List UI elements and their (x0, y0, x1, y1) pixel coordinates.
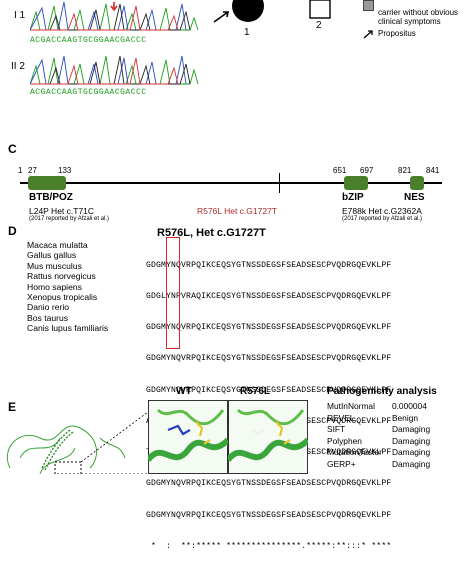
table-row: REVEL Benign (327, 413, 430, 425)
pos-1: 1 (18, 166, 23, 175)
sequence-1: ACGACCAAGTGCGGAACGACCC (30, 36, 147, 45)
sequence-2: ACGACCAAGTGCGGAACGACCC (30, 88, 147, 97)
wt-label: WT (176, 386, 192, 397)
pos-133: 133 (58, 166, 72, 175)
species-name: Homo sapiens (27, 281, 82, 292)
panel-d: D R576L, Het c.G1727T Macaca mulatta Gal… (0, 218, 474, 551)
panel-d-letter: D (8, 224, 17, 238)
tool-name: Polyphen (327, 435, 362, 446)
domain-label-nes: NES (404, 192, 425, 203)
mutation-highlight-box (166, 237, 180, 349)
tool-name: REVEL (327, 412, 355, 423)
species-name: Danio rerio (27, 302, 70, 313)
domain-bzip (344, 176, 368, 190)
mutation-l24p-note: (2017 reported by Afzali et al.) (29, 216, 110, 222)
node-1-label: 1 (244, 27, 250, 38)
sequence-row: GDGMYNQVRPQIKCEQSYGTNSSDEGSFSEADSESCPVQD… (146, 385, 392, 395)
panel-b: 1 2 carrier without obvious clinical sym… (210, 0, 474, 100)
domain-nes (410, 176, 424, 190)
species-name: Macaca mulatta (27, 240, 88, 250)
tool-result: Damaging (391, 447, 431, 457)
mutation-e788k-note: (2017 reported by Afzali et al.) (342, 216, 423, 222)
table-row: MutationTaster Damaging (327, 447, 430, 459)
sequence-row: GDGLYNPVRAQIKCEQSYGTNSSDEGSFSEADSESCPVQD… (146, 292, 392, 302)
sequence-row: GDGMYNQVRPQIKCEQSYGTNSSDEGSFSEADSESCPVQD… (146, 323, 392, 333)
chromatogram-2 (30, 55, 199, 85)
protein-backbone (20, 182, 442, 184)
species-name: Gallus gallus (27, 250, 77, 261)
sequence-row: GDGMYNQVRPQIKCEQSYGTNSSDEGSFSEADSESCPVQD… (146, 260, 392, 270)
pathogenicity-table: MutInNormal 0.000004 REVEL Benign SIFT Dama… (327, 401, 430, 470)
pos-651: 651 (333, 166, 347, 175)
r576l-structure-zoom (228, 400, 308, 474)
mutation-r576l: R576L Het c.G1727T (197, 206, 278, 216)
panel-e-letter: E (8, 400, 17, 414)
species-list: Macaca mulatta Gallus gallus Mus musculu… (27, 240, 147, 334)
sequence-row: GDGMYNQVRPQIKCEQSYGTNSSDEGSFSEADSESCPVQD… (146, 354, 392, 364)
table-row: SIFT Damaging (327, 424, 430, 436)
legend-carrier-swatch (363, 0, 374, 11)
legend-carrier-text: carrier without obvious clinical symptom… (378, 8, 459, 26)
domain-btb-poz (28, 176, 66, 190)
pos-697: 697 (360, 166, 374, 175)
mutation-l24p: L24P Het c.T71C (29, 206, 95, 216)
pedigree (213, 0, 331, 23)
table-row: Polyphen Damaging (327, 436, 430, 448)
species-name: Canis lupus familiaris (27, 323, 109, 334)
domain-label-btb-poz: BTB/POZ (29, 192, 73, 203)
tool-result: Damaging (391, 424, 431, 434)
species-name: Rattus norvegicus (27, 271, 96, 282)
wt-structure-zoom (148, 400, 228, 474)
r576l-label: R576L (240, 386, 271, 397)
row-2-label: II 2 (11, 61, 25, 72)
tool-result: Damaging (391, 435, 431, 446)
pos-841: 841 (426, 166, 440, 175)
tool-result: Benign (391, 412, 419, 423)
alignment-title: R576L, Het c.G1727T (157, 227, 266, 239)
panel-a: I 1 II 2 ACGACCAAGTGCGGAACGACCC ACGACCAA… (0, 0, 205, 100)
mutation-marker (279, 173, 280, 193)
tool-name: GERP+ (327, 458, 356, 469)
tool-name: MutInNormal (327, 401, 375, 411)
domain-label-bzip: bZIP (342, 192, 364, 203)
node-2-label: 2 (316, 20, 322, 31)
panel-c-letter: C (8, 142, 17, 156)
tool-result: Damaging (391, 458, 431, 469)
pos-821: 821 (398, 166, 412, 175)
species-name: Mus musculus (27, 260, 82, 271)
chromatogram-1 (30, 1, 199, 31)
propositus-arrow-icon (363, 30, 373, 39)
pos-27: 27 (28, 166, 37, 175)
sequence-row: GDGMYNQVRPQIKCEQSYGTNSSDEGSFSEADSESCPVQD… (146, 479, 392, 489)
tool-result: 0.000004 (391, 401, 427, 411)
consensus-row: * : **:***** ***************.*****:**:::… (146, 541, 392, 551)
table-row: MutInNormal 0.000004 (327, 401, 430, 413)
sequence-row: GDGMYNQVRPQIKCEQSYGTNSSDEGSFSEADSESCPVQD… (146, 510, 392, 520)
row-1-label: I 1 (14, 10, 26, 21)
tool-name: MutationTaster (327, 447, 382, 457)
mutation-e788k: E788k Het c.G2362A (342, 206, 422, 216)
species-name: Bos taurus (27, 312, 69, 323)
panel-c: C 1 27 133 651 697 821 841 BTB/POZ bZIP … (0, 108, 474, 222)
panel-e: E WT R576L Pathogenicity analysis MutInN… (0, 370, 474, 474)
protein-structure-overview (6, 411, 149, 474)
pathogenicity-title: Pathogenicity analysis (327, 386, 437, 397)
species-name: Xenopus tropicalis (27, 292, 98, 303)
tool-name: SIFT (327, 424, 346, 434)
table-row: GERP+ Damaging (327, 459, 430, 471)
legend-propositus-text: Propositus (378, 29, 416, 38)
